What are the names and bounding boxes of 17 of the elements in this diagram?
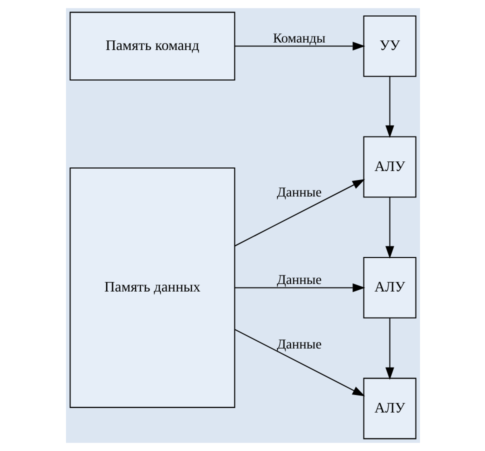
node-box: АЛУ xyxy=(362,136,416,198)
edge-label: Данные xyxy=(276,184,322,200)
node-box: Память данных xyxy=(69,167,235,408)
arrow xyxy=(234,179,364,246)
arrow xyxy=(384,197,394,259)
edge-label: Данные xyxy=(276,272,322,287)
edge-label: Команды xyxy=(272,30,325,46)
arrow xyxy=(234,42,365,51)
arrow xyxy=(384,76,394,138)
arrow xyxy=(234,283,365,292)
node-box: УУ xyxy=(362,15,416,77)
arrow xyxy=(384,318,394,380)
node-box: Память команд xyxy=(69,12,235,81)
node-box: АЛУ xyxy=(362,257,416,318)
node-box: АЛУ xyxy=(362,378,416,440)
arrow xyxy=(234,328,364,396)
edge-label: Данные xyxy=(276,336,322,352)
